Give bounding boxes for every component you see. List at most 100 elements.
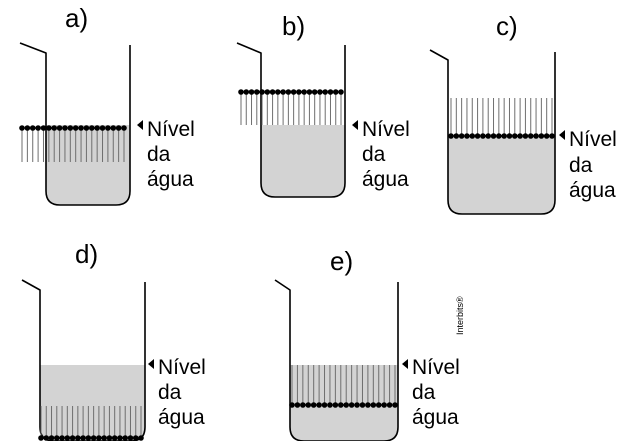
molecule-head	[485, 133, 492, 139]
molecule-head	[453, 133, 460, 139]
level-label-da-e: da	[412, 381, 436, 404]
molecule-head	[296, 89, 302, 95]
molecule-head	[40, 125, 47, 131]
panel-d: d) Nível da água	[21, 239, 206, 441]
molecule-head	[310, 402, 317, 408]
molecule-head	[381, 402, 387, 408]
molecule-head	[35, 125, 41, 131]
beaker-e	[274, 279, 399, 441]
beaker-outline	[429, 49, 556, 215]
molecule-head	[354, 402, 360, 408]
molecule-head	[243, 89, 250, 95]
level-arrow-a	[137, 120, 143, 130]
molecule-head	[59, 435, 65, 441]
water-fill	[261, 125, 345, 197]
molecule-head	[259, 89, 265, 95]
molecule-head	[138, 435, 144, 441]
molecule-head	[121, 125, 127, 131]
level-label-agua-c: água	[569, 179, 616, 202]
molecule-head	[386, 402, 393, 408]
molecule-head	[275, 89, 281, 95]
molecule-head	[332, 89, 339, 95]
water-fill	[46, 125, 130, 205]
molecule-head	[289, 402, 295, 408]
molecule-head	[543, 133, 550, 139]
level-label-nivel-c: Nível	[569, 128, 617, 151]
molecule-head	[69, 435, 76, 441]
water-fill	[40, 365, 145, 441]
molecule-head	[117, 435, 123, 441]
molecule-head	[110, 125, 117, 131]
molecule-head	[327, 402, 333, 408]
molecule-head	[285, 89, 292, 95]
level-label-da-d: da	[158, 381, 182, 404]
molecule-head	[316, 402, 322, 408]
molecule-head	[46, 125, 52, 131]
molecule-head	[238, 89, 244, 95]
molecule-head	[305, 402, 312, 408]
molecule-head	[101, 435, 107, 441]
level-label-nivel-e: Nível	[412, 356, 460, 379]
molecule-head	[83, 125, 90, 131]
molecule-head	[88, 125, 95, 131]
molecule-head	[301, 89, 307, 95]
molecule-head	[375, 402, 382, 408]
molecule-head	[300, 402, 306, 408]
molecule-layer-e	[289, 365, 398, 408]
molecule-head	[94, 125, 100, 131]
molecule-head	[332, 402, 339, 408]
panel-label-e: e)	[330, 246, 353, 276]
beaker-b	[236, 42, 346, 198]
credit-watermark: Interbits®	[455, 296, 465, 335]
molecule-head	[370, 402, 377, 408]
panel-c: c) Nível da água	[429, 11, 617, 215]
molecule-head	[294, 402, 301, 408]
molecule-head	[53, 435, 60, 441]
molecule-head	[538, 133, 545, 139]
level-label-agua-e: água	[412, 406, 459, 429]
molecule-head	[80, 435, 86, 441]
molecule-head	[48, 435, 55, 441]
level-label-da-c: da	[569, 154, 593, 177]
molecule-layer-b	[238, 89, 344, 125]
level-label-agua-b: água	[362, 168, 409, 191]
beaker-outline	[236, 42, 346, 198]
molecule-head	[317, 89, 323, 95]
level-label-da-b: da	[362, 143, 386, 166]
level-label-nivel-a: Nível	[147, 118, 195, 141]
molecule-head	[327, 89, 334, 95]
molecule-head	[269, 89, 276, 95]
panel-label-d: d)	[75, 239, 98, 269]
molecule-head	[448, 133, 454, 139]
panel-a: a) Nível da água	[19, 3, 195, 206]
level-arrow-e	[402, 359, 408, 369]
molecule-head	[338, 89, 344, 95]
molecule-head	[474, 133, 481, 139]
molecule-head	[96, 435, 102, 441]
molecule-layer-a	[19, 125, 127, 162]
molecule-head	[464, 133, 470, 139]
level-label-da-a: da	[147, 143, 171, 166]
molecule-head	[365, 402, 371, 408]
beaker-outline	[21, 279, 146, 441]
molecule-head	[280, 89, 286, 95]
molecule-head	[527, 133, 534, 139]
molecule-head	[264, 89, 271, 95]
molecule-head	[253, 89, 260, 95]
molecule-head	[306, 89, 313, 95]
molecule-head	[43, 435, 50, 441]
molecule-head	[90, 435, 97, 441]
molecule-head	[549, 133, 555, 139]
molecule-head	[29, 125, 36, 131]
level-label-agua-d: água	[158, 406, 205, 429]
level-label-nivel-b: Nível	[362, 118, 410, 141]
molecule-head	[506, 133, 513, 139]
molecule-head	[56, 125, 63, 131]
molecule-head	[469, 133, 476, 139]
molecule-head	[67, 125, 74, 131]
molecule-head	[359, 402, 366, 408]
water-fill	[290, 365, 398, 441]
molecule-head	[517, 133, 523, 139]
molecule-head	[111, 435, 118, 441]
